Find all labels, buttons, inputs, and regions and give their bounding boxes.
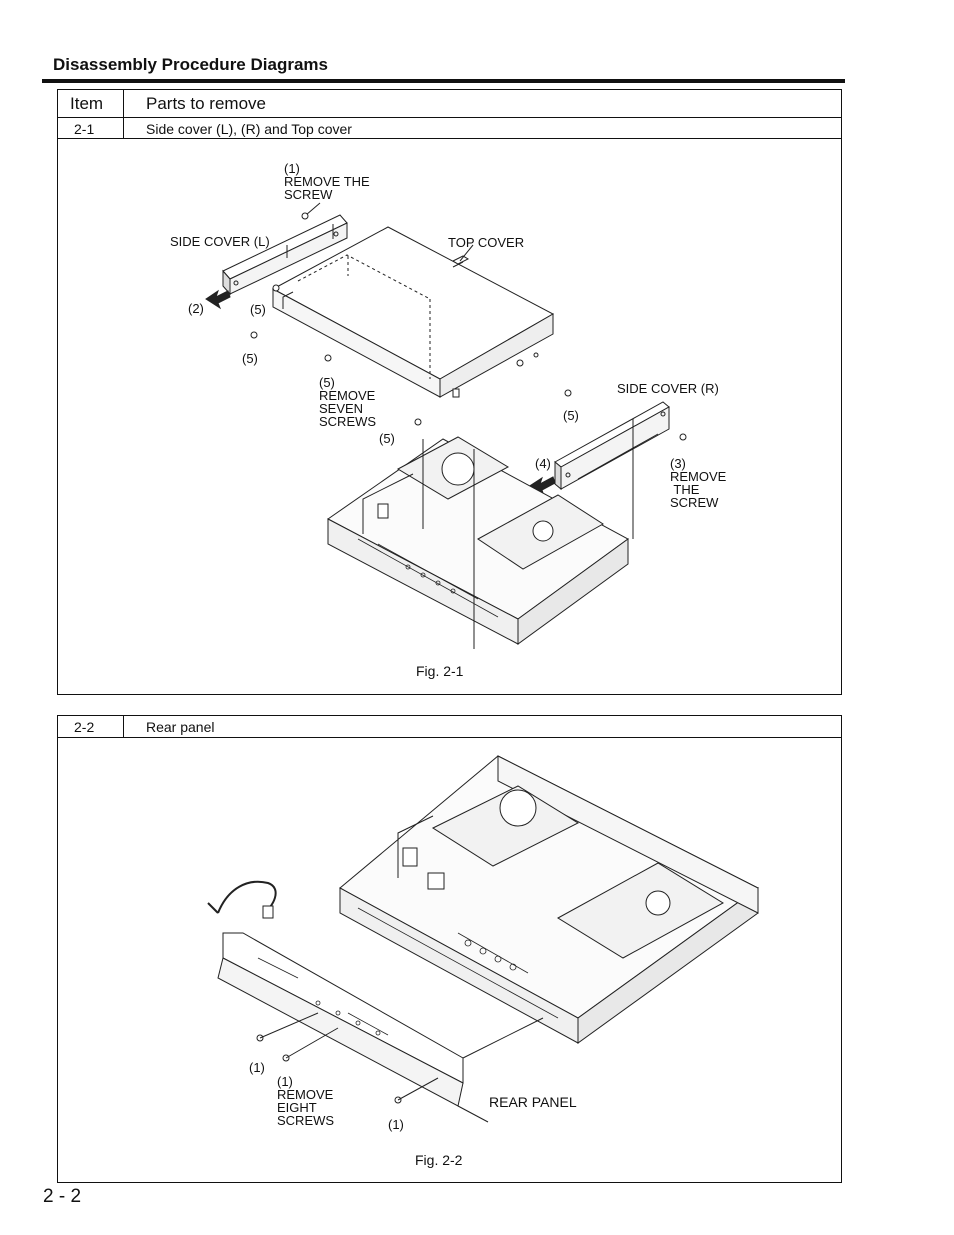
label-side-cover-l: SIDE COVER (L) — [170, 234, 270, 249]
callout-step-1: (1) — [249, 1060, 265, 1075]
figure-2-2: (1) (1) REMOVE EIGHT SCREWS (1) REAR PAN… — [58, 738, 841, 1182]
label-top-cover: TOP COVER — [448, 235, 525, 250]
callout-step-4: (4) — [535, 456, 551, 471]
header-parts: Parts to remove — [146, 94, 266, 113]
procedure-box-2-2: 2-2 Rear panel — [57, 715, 842, 1183]
label-side-cover-r: SIDE COVER (R) — [617, 381, 719, 396]
callout-step-5: (5) — [379, 431, 395, 446]
title-rule — [42, 79, 845, 83]
callout-remove-seven-screws: (5) REMOVE SEVEN SCREWS — [319, 375, 377, 429]
figure-2-1: (1) REMOVE THE SCREW SIDE COVER (L) TOP … — [58, 139, 841, 694]
callout-remove-screw-3: (3) REMOVE THE SCREW — [670, 456, 727, 510]
header-item: Item — [70, 94, 104, 113]
row-parts: Rear panel — [146, 719, 215, 735]
row-item: 2-2 — [74, 719, 95, 735]
callout-remove-screw-1: (1) REMOVE THE SCREW — [284, 161, 370, 202]
callout-remove-eight-screws: (1) REMOVE EIGHT SCREWS — [277, 1074, 335, 1128]
column-divider — [123, 90, 124, 139]
row-item: 2-1 — [74, 121, 95, 137]
callout-step-1: (1) — [388, 1117, 404, 1132]
column-divider — [123, 716, 124, 738]
exploded-view-diagram-2-2 — [207, 755, 759, 1123]
callout-step-5: (5) — [250, 302, 266, 317]
table-row: 2-2 Rear panel — [58, 716, 841, 738]
exploded-view-diagram-2-1 — [205, 202, 687, 649]
figure-caption: Fig. 2-2 — [415, 1152, 463, 1168]
row-parts: Side cover (L), (R) and Top cover — [146, 121, 352, 137]
callout-step-5: (5) — [242, 351, 258, 366]
callout-step-2: (2) — [188, 301, 204, 316]
figure-caption: Fig. 2-1 — [416, 663, 464, 679]
page-title: Disassembly Procedure Diagrams — [53, 55, 328, 74]
table-header-row: Item Parts to remove — [58, 90, 841, 118]
callout-step-5: (5) — [563, 408, 579, 423]
procedure-box-2-1: Item Parts to remove 2-1 Side cover (L),… — [57, 89, 842, 695]
label-rear-panel: REAR PANEL — [489, 1094, 577, 1110]
page-number: 2 - 2 — [43, 1186, 82, 1207]
table-row: 2-1 Side cover (L), (R) and Top cover — [58, 118, 841, 139]
